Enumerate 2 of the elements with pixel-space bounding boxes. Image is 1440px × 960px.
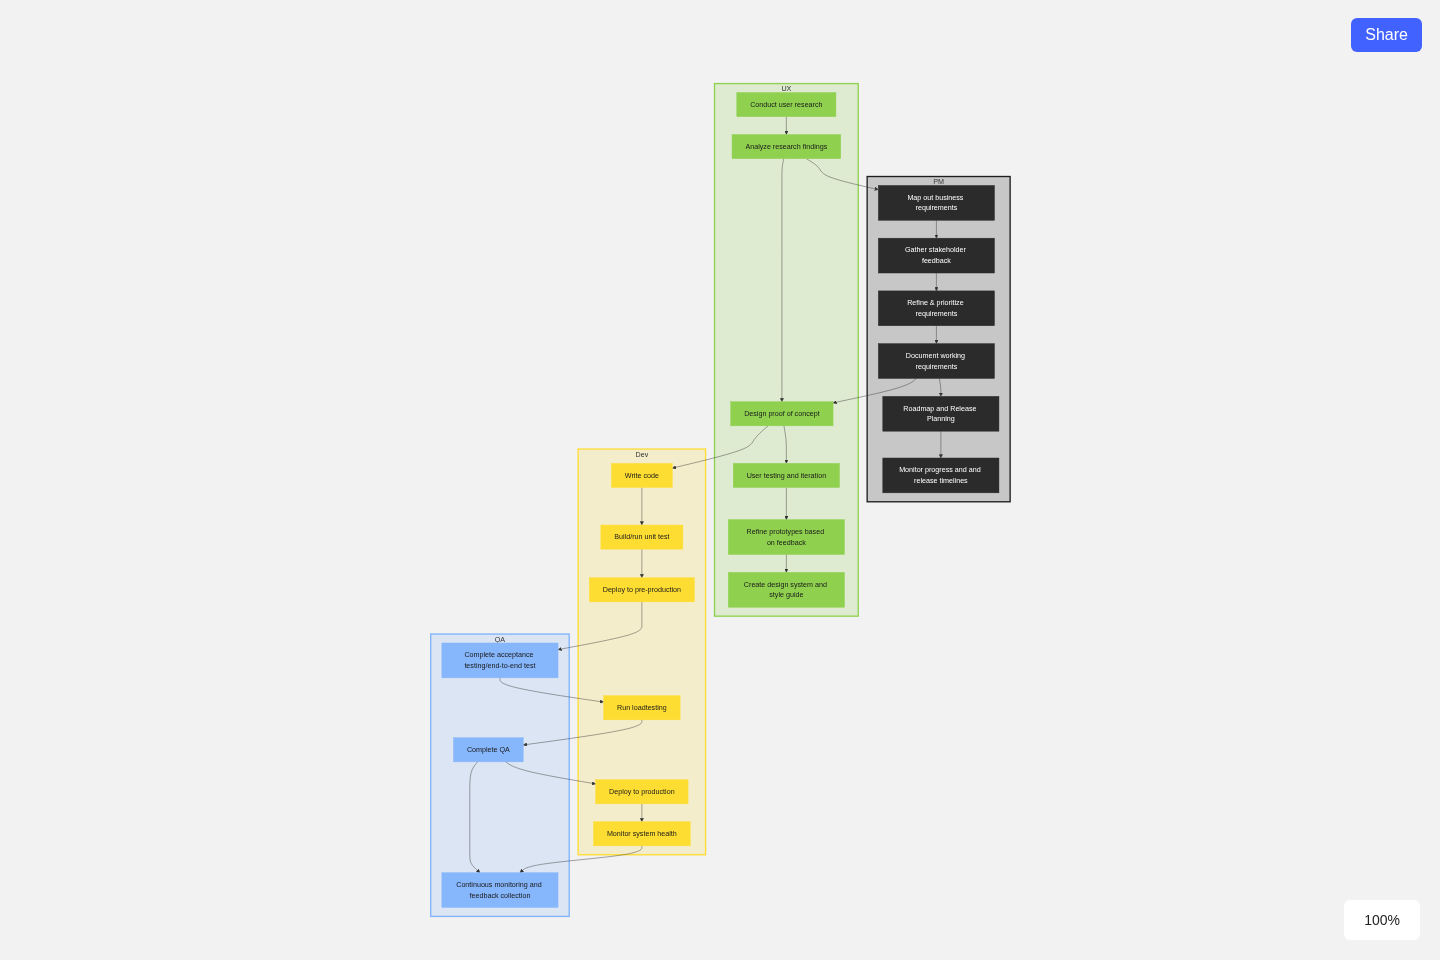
share-button: Share [1351, 18, 1422, 52]
zoom-level: 100% [1344, 900, 1420, 940]
